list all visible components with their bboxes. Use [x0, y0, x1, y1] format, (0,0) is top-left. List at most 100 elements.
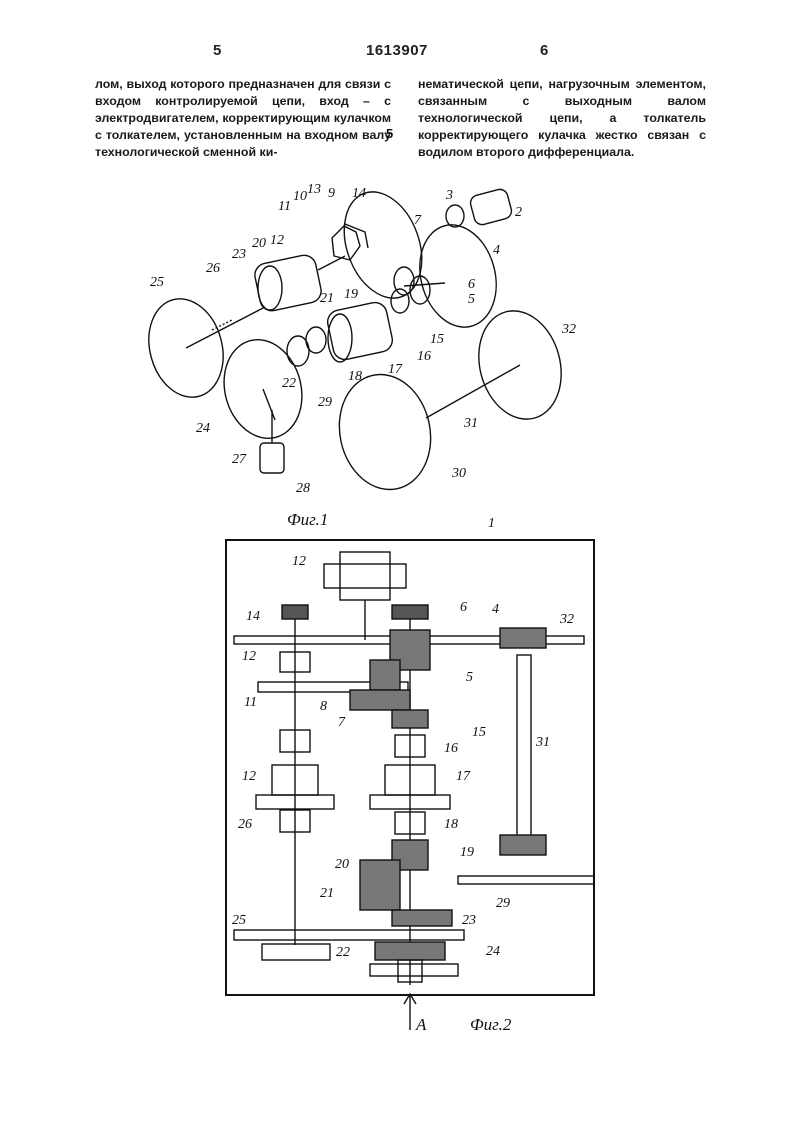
patent-number: 1613907 — [366, 42, 428, 59]
fig2-label-11: 11 — [244, 695, 257, 710]
bearing-a — [397, 959, 423, 983]
fig2-label-7: 7 — [338, 715, 346, 730]
shaft-5 — [403, 282, 446, 287]
fig1-label-11: 11 — [278, 199, 291, 214]
shaft-31 — [516, 654, 532, 846]
gear-15 — [390, 288, 410, 314]
bevel-5 — [369, 659, 401, 691]
gear-21 — [305, 326, 327, 354]
fig1-label-21: 21 — [320, 291, 334, 306]
fig2-label-1: 1 — [488, 516, 495, 531]
base-bar — [369, 963, 459, 977]
page-number-right: 6 — [540, 42, 549, 59]
fig1-label-22: 22 — [282, 376, 296, 391]
gear-14-top — [281, 604, 309, 620]
disk-14 — [343, 191, 423, 299]
fig2-label-25: 25 — [232, 913, 246, 928]
motor-2 — [469, 188, 513, 226]
fig1-label-29: 29 — [318, 395, 332, 410]
page-number-left: 5 — [213, 42, 222, 59]
fig1-label-30: 30 — [451, 466, 466, 481]
fig1-label-4: 4 — [493, 243, 500, 258]
fig2-label-5: 5 — [466, 670, 473, 685]
gear-7 — [393, 266, 415, 296]
weight-28 — [259, 442, 285, 474]
gear-15 — [391, 709, 429, 729]
fig2-label-32: 32 — [559, 612, 574, 627]
cylinder-12-end — [257, 265, 283, 311]
disk-4 — [419, 224, 497, 328]
fig2-label-31: 31 — [535, 735, 550, 750]
arrow-a-label: A — [415, 1015, 427, 1034]
fig1-label-5: 5 — [468, 292, 475, 307]
cylinder-17-end — [327, 313, 353, 363]
fig1-label-32: 32 — [561, 322, 576, 337]
fig2-label-4: 4 — [492, 602, 499, 617]
shaft-27 — [262, 388, 276, 421]
disk-32 — [478, 310, 562, 420]
plate-8 — [257, 681, 409, 693]
fig1-label-20: 20 — [252, 236, 266, 251]
cylinder-17 — [326, 301, 394, 361]
fig2-label-19: 19 — [460, 845, 474, 860]
gear-29 — [499, 834, 547, 856]
figure-2-caption: Фиг.2 — [470, 1015, 512, 1034]
fig1-label-25: 25 — [150, 275, 164, 290]
fig1-label-3: 3 — [445, 188, 453, 203]
figure-1-caption: Фиг.1 — [287, 510, 328, 529]
fig2-label-8: 8 — [320, 699, 327, 714]
fig2-label-18: 18 — [444, 817, 458, 832]
fig2-label-17: 17 — [456, 769, 471, 784]
fig2-label-20: 20 — [335, 857, 349, 872]
fig2-label-12-mid: 12 — [242, 649, 256, 664]
motor-12-mid-base — [255, 794, 335, 810]
fig2-label-15: 15 — [472, 725, 486, 740]
diff-20-21 — [359, 859, 401, 911]
fig2-label-29: 29 — [496, 896, 510, 911]
fig2-label-16: 16 — [444, 741, 458, 756]
fig1-label-31: 31 — [463, 416, 478, 431]
fig1-label-27: 27 — [232, 452, 247, 467]
line-number: 5 — [386, 126, 394, 141]
fig1-label-28: 28 — [296, 481, 310, 496]
fig1-label-10: 10 — [293, 189, 307, 204]
fig1-label-16: 16 — [417, 349, 431, 364]
fig1-label-14: 14 — [352, 186, 366, 201]
fig2-label-12-top: 12 — [292, 554, 306, 569]
gear-6 — [409, 275, 431, 305]
disk-24 — [223, 339, 303, 439]
gear-23 — [391, 909, 453, 927]
coupling-16 — [394, 734, 426, 758]
fig1-label-7: 7 — [414, 213, 422, 228]
fig2-label-23: 23 — [462, 913, 476, 928]
disk-25-base — [261, 943, 331, 961]
fig1-label-24: 24 — [196, 421, 210, 436]
fig2-label-26: 26 — [238, 817, 252, 832]
fig1-label-18: 18 — [348, 369, 362, 384]
shaft-26 — [185, 306, 266, 349]
cam-13 — [331, 225, 361, 261]
gear-6-top — [391, 604, 429, 620]
fig1-label-9: 9 — [328, 186, 335, 201]
shaft-11 — [317, 255, 346, 271]
coupling-left-mid — [279, 729, 311, 753]
shaft-31 — [425, 364, 521, 419]
fig1-label-15: 15 — [430, 332, 444, 347]
plate-25-24 — [233, 929, 465, 941]
gear-32 — [499, 627, 547, 649]
carrier-7 — [349, 689, 411, 711]
text-column-right: нематической цепи, нагрузочным элементом… — [418, 77, 706, 159]
coupling-12-left — [279, 651, 311, 673]
fig1-label-6: 6 — [468, 277, 475, 292]
gear-22 — [286, 335, 310, 367]
follower-9 — [344, 223, 369, 249]
arrow-a-head — [403, 992, 417, 1005]
disk-30 — [338, 373, 432, 491]
text-column-left: лом, выход которого предназначен для свя… — [95, 77, 391, 159]
fig2-label-24: 24 — [486, 944, 500, 959]
motor-12-flange — [323, 563, 407, 589]
fig1-label-17: 17 — [388, 362, 403, 377]
